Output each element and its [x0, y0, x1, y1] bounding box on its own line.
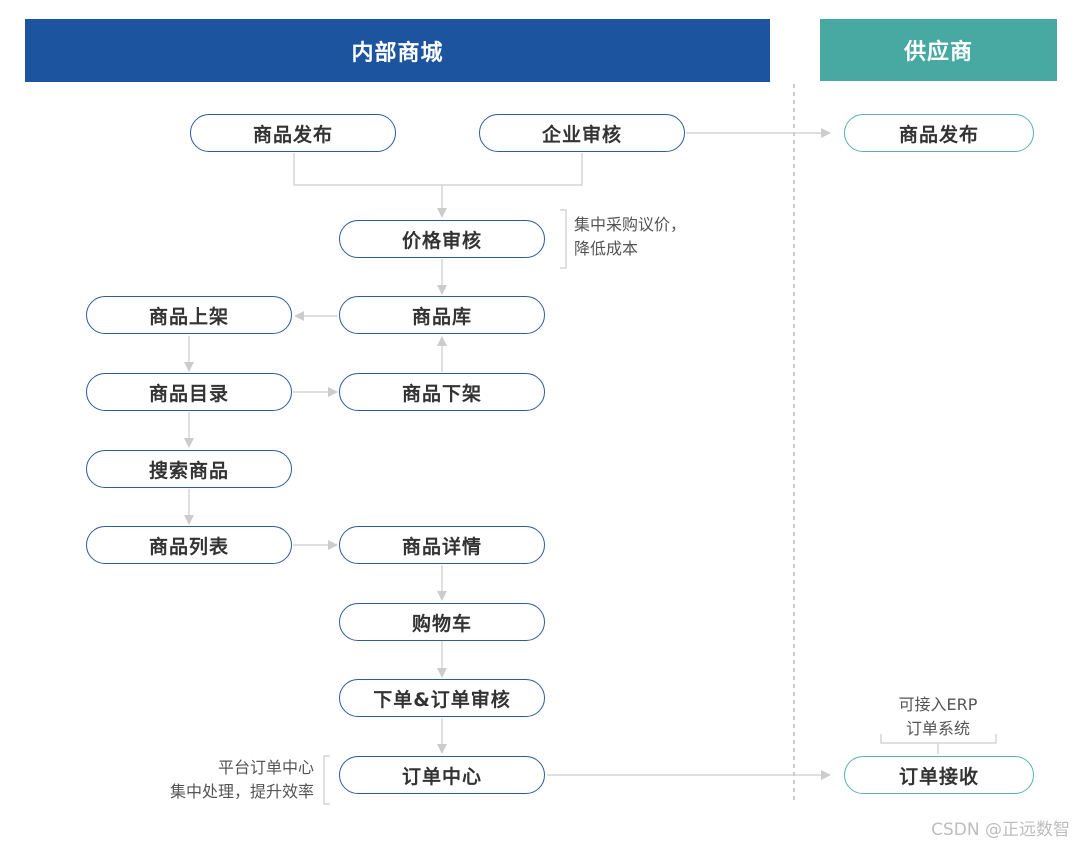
node-product-library: 商品库 — [339, 296, 545, 334]
node-order-review: 下单&订单审核 — [339, 679, 545, 717]
price-note-bracket — [560, 209, 567, 269]
price-review-note: 集中采购议价， 降低成本 — [574, 213, 686, 261]
price-note-line-1: 集中采购议价， — [574, 215, 687, 234]
csdn-watermark: CSDN @正远数智 — [931, 820, 1070, 840]
erp-note-line-1: 可接入ERP — [898, 695, 978, 714]
node-product-delisting: 商品下架 — [339, 373, 545, 411]
node-order-receive: 订单接收 — [844, 756, 1034, 794]
node-product-listing: 商品上架 — [86, 296, 292, 334]
node-search-products: 搜索商品 — [86, 450, 292, 488]
node-product-catalog: 商品目录 — [86, 373, 292, 411]
node-price-review: 价格审核 — [339, 220, 545, 258]
node-product-detail: 商品详情 — [339, 526, 545, 564]
node-enterprise-review: 企业审核 — [479, 114, 685, 152]
order-center-note-bracket — [323, 755, 330, 805]
node-product-publish: 商品发布 — [190, 114, 396, 152]
node-product-list: 商品列表 — [86, 526, 292, 564]
order-center-note-line-2: 集中处理，提升效率 — [169, 782, 314, 801]
erp-note-bracket — [880, 734, 997, 754]
erp-note: 可接入ERP 订单系统 — [868, 693, 1008, 741]
node-order-center: 订单中心 — [339, 756, 545, 794]
node-supplier-product-publish: 商品发布 — [844, 114, 1034, 152]
internal-mall-header: 内部商城 — [25, 19, 770, 82]
connector-publish-merge — [293, 153, 583, 186]
order-center-note-line-1: 平台订单中心 — [217, 758, 314, 777]
erp-note-line-2: 订单系统 — [905, 719, 970, 738]
order-center-note: 平台订单中心 集中处理，提升效率 — [170, 756, 314, 804]
supplier-header: 供应商 — [820, 19, 1057, 81]
price-note-line-2: 降低成本 — [574, 239, 639, 258]
node-shopping-cart: 购物车 — [339, 603, 545, 641]
